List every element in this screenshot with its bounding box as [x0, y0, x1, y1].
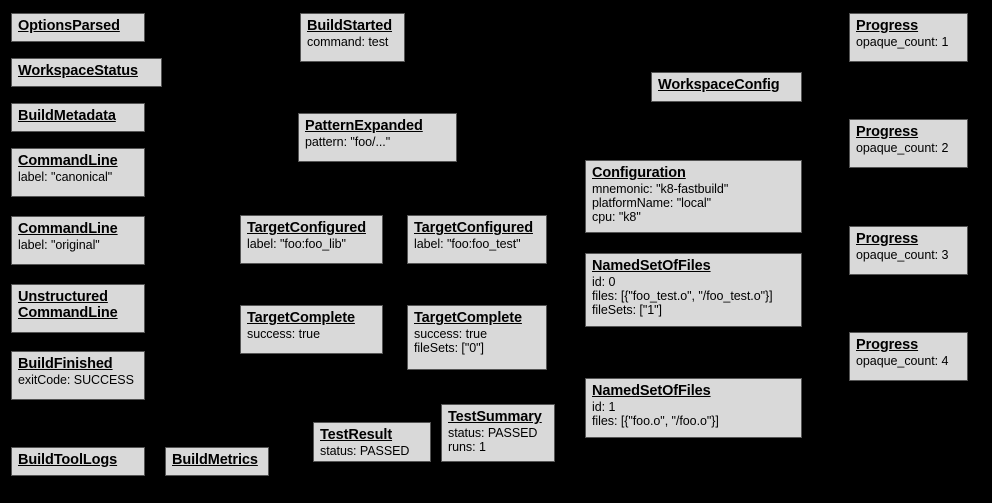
node-title: TargetComplete [414, 310, 522, 326]
node-build-tool-logs[interactable]: BuildToolLogs [11, 447, 145, 476]
node-title: BuildMetrics [172, 452, 258, 468]
node-field: platformName: "local" [592, 196, 711, 211]
node-field: opaque_count: 2 [856, 141, 949, 156]
node-title: CommandLine [18, 221, 118, 237]
node-field: label: "foo:foo_lib" [247, 237, 346, 252]
node-fields: command: test [307, 35, 399, 49]
node-title: OptionsParsed [18, 18, 120, 34]
node-field: mnemonic: "k8-fastbuild" [592, 182, 729, 197]
node-title: TargetConfigured [247, 220, 366, 236]
node-title: PatternExpanded [305, 118, 423, 134]
node-title: Progress [856, 124, 919, 140]
node-field: fileSets: ["1"] [592, 303, 662, 318]
node-field: success: true [414, 327, 487, 342]
node-field: runs: 1 [448, 440, 486, 455]
node-title: WorkspaceConfig [658, 77, 780, 93]
node-field: fileSets: ["0"] [414, 341, 484, 356]
node-field: files: [{"foo_test.o", "/foo_test.o"}] [592, 289, 773, 304]
node-field: status: PASSED [320, 444, 410, 459]
node-title: NamedSetOfFiles [592, 258, 711, 274]
node-title: WorkspaceStatus [18, 63, 138, 79]
node-title: BuildStarted [307, 18, 393, 34]
node-title: Progress [856, 231, 919, 247]
node-field: opaque_count: 1 [856, 35, 949, 50]
node-field: command: test [307, 35, 389, 50]
node-fields: label: "original" [18, 238, 139, 252]
node-fields: opaque_count: 3 [856, 248, 962, 262]
node-workspace-config[interactable]: WorkspaceConfig [651, 72, 802, 102]
node-fields: status: PASSED [320, 444, 425, 458]
node-title: BuildMetadata [18, 108, 116, 124]
node-title: TestResult [320, 427, 393, 443]
node-field: pattern: "foo/..." [305, 135, 391, 150]
node-field: id: 0 [592, 275, 616, 290]
node-field: id: 1 [592, 400, 616, 415]
node-title: BuildToolLogs [18, 452, 118, 468]
node-fields: opaque_count: 2 [856, 141, 962, 155]
node-title: TargetConfigured [414, 220, 533, 236]
node-build-metrics[interactable]: BuildMetrics [165, 447, 269, 476]
node-unstructured-command-line[interactable]: Unstructured CommandLine [11, 284, 145, 333]
node-field: files: [{"foo.o", "/foo.o"}] [592, 414, 719, 429]
node-workspace-status[interactable]: WorkspaceStatus [11, 58, 162, 87]
node-field: label: "canonical" [18, 170, 113, 185]
node-field: opaque_count: 4 [856, 354, 949, 369]
node-fields: exitCode: SUCCESS [18, 373, 139, 387]
node-fields: label: "foo:foo_lib" [247, 237, 377, 251]
node-field: status: PASSED [448, 426, 538, 441]
node-options-parsed[interactable]: OptionsParsed [11, 13, 145, 42]
node-title: BuildFinished [18, 356, 113, 372]
node-build-metadata[interactable]: BuildMetadata [11, 103, 145, 132]
node-title: CommandLine [18, 153, 118, 169]
node-title: TargetComplete [247, 310, 355, 326]
node-fields: opaque_count: 4 [856, 354, 962, 368]
node-field: label: "original" [18, 238, 100, 253]
node-title: Configuration [592, 165, 686, 181]
node-field: opaque_count: 3 [856, 248, 949, 263]
node-fields: pattern: "foo/..." [305, 135, 451, 149]
node-field: cpu: "k8" [592, 210, 641, 225]
node-title: TestSummary [448, 409, 542, 425]
node-field: success: true [247, 327, 320, 342]
node-title: NamedSetOfFiles [592, 383, 711, 399]
node-title: Progress [856, 18, 919, 34]
node-fields: mnemonic: "k8-fastbuild"platformName: "l… [592, 182, 796, 224]
node-fields: label: "canonical" [18, 170, 139, 184]
node-field: exitCode: SUCCESS [18, 373, 134, 388]
node-field: label: "foo:foo_test" [414, 237, 521, 252]
node-fields: opaque_count: 1 [856, 35, 962, 49]
node-fields: label: "foo:foo_test" [414, 237, 541, 251]
node-title: Unstructured CommandLine [18, 289, 118, 322]
node-fields: success: true [247, 327, 377, 341]
node-title: Progress [856, 337, 919, 353]
